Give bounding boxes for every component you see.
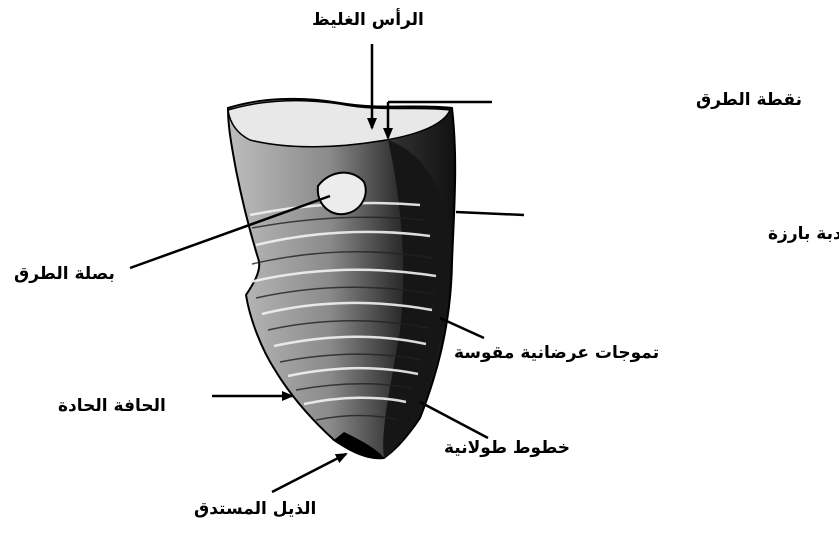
label-prominent-bump: حدبة بارزة: [768, 226, 839, 243]
label-bulb-of-percussion: بصلة الطرق: [14, 266, 115, 283]
label-thick-head: الرأس الغليظ: [312, 12, 424, 29]
leader-long-lines: [420, 402, 488, 438]
label-pointed-tail: الذيل المستدق: [194, 501, 316, 518]
label-curved-transverse-waves: تموجات عرضانية مقوسة: [454, 345, 659, 362]
arrow-tail: [272, 454, 346, 492]
label-sharp-edge: الحافة الحادة: [58, 398, 166, 415]
bulb-shape: [318, 173, 366, 215]
leader-bump: [456, 212, 524, 215]
label-strike-point: نقطة الطرق: [696, 92, 802, 109]
label-longitudinal-lines: خطوط طولانية: [444, 440, 570, 457]
